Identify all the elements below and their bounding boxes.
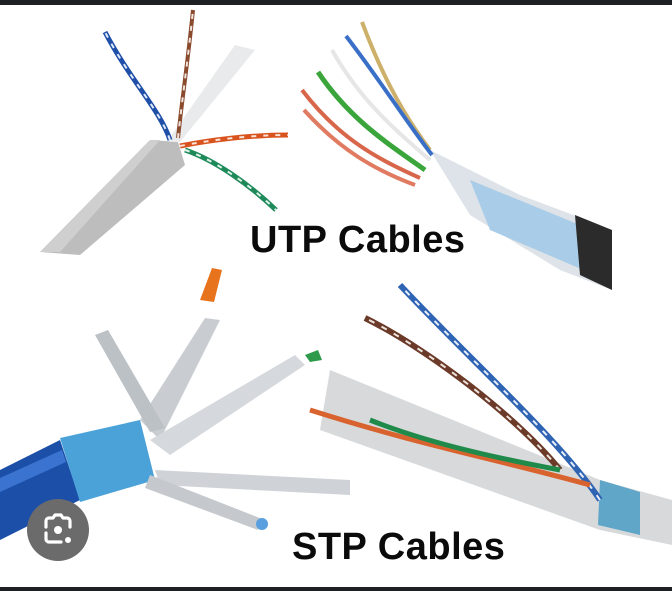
utp-blue-black-cable bbox=[300, 21, 612, 290]
bottom-frame-bar bbox=[0, 587, 672, 591]
top-frame-bar bbox=[0, 0, 672, 5]
utp-gray-cable bbox=[40, 9, 289, 255]
stp-blue-foil-cable bbox=[0, 268, 350, 540]
utp-cables-label: UTP Cables bbox=[250, 219, 466, 261]
google-lens-icon bbox=[44, 513, 72, 544]
stp-cables-label: STP Cables bbox=[292, 526, 506, 568]
google-lens-button[interactable] bbox=[27, 499, 89, 561]
stp-gray-foil-cable bbox=[309, 282, 672, 545]
